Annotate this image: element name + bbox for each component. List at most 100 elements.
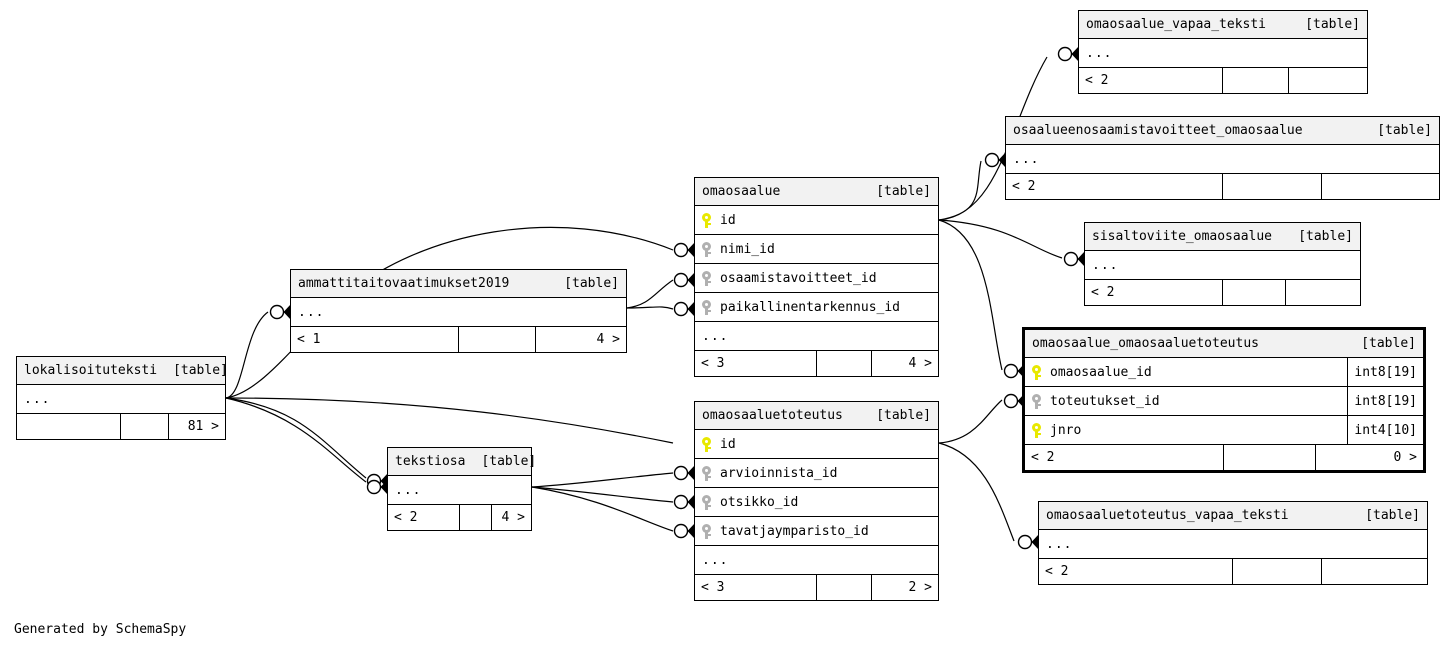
foreign-key-icon (702, 270, 711, 286)
table-column-row[interactable]: id (695, 206, 938, 235)
table-footer: < 2 (1006, 174, 1439, 199)
column-name: omaosaalue_id (1050, 364, 1152, 380)
table-column-row[interactable]: omaosaalue_id int8[19] (1025, 358, 1423, 387)
column-type: int8[19] (1347, 358, 1423, 386)
footer-parents-count[interactable]: < 3 (695, 351, 817, 376)
table-name: sisaltoviite_omaosaalue (1092, 229, 1273, 244)
footer-children-count[interactable]: 0 > (1393, 450, 1417, 465)
footer-middle (1223, 280, 1286, 305)
more-columns-ellipsis: ... (291, 298, 626, 327)
table-footer: < 2 (1085, 280, 1360, 305)
table-name: omaosaalue_omaosaaluetoteutus (1032, 336, 1259, 351)
column-name: id (720, 436, 736, 452)
table-name: ammattitaitovaatimukset2019 (298, 276, 510, 291)
footer-children-count[interactable]: 4 > (596, 332, 620, 347)
column-name-cell: arvioinnista_id (695, 465, 938, 481)
more-columns-ellipsis: ... (1085, 251, 1360, 280)
footer-middle (1223, 174, 1323, 199)
table-header-osaalueenosaamistavoitteet_omaosaalue: osaalueenosaamistavoitteet_omaosaalue[ta… (1006, 117, 1439, 145)
footer-middle (1224, 445, 1316, 470)
table-footer: < 2 (1039, 559, 1427, 584)
table-omaosaalue_vapaa_teksti[interactable]: omaosaalue_vapaa_teksti[table]...< 2 (1078, 10, 1368, 94)
footer-parents-count[interactable]: < 2 (388, 505, 460, 530)
footer-parents-count[interactable]: < 2 (1039, 559, 1233, 584)
table-footer: 81 > (17, 414, 225, 439)
table-sisaltoviite_omaosaalue[interactable]: sisaltoviite_omaosaalue [table]...< 2 (1084, 222, 1361, 306)
footer-parents-count[interactable]: < 2 (1079, 68, 1223, 93)
footer-children-count[interactable]: 81 > (187, 419, 219, 434)
column-name-cell: paikallinentarkennus_id (695, 299, 938, 315)
more-columns-ellipsis: ... (1006, 145, 1439, 174)
footer-parents-count[interactable]: < 2 (1025, 445, 1224, 470)
column-name-cell: osaamistavoitteet_id (695, 270, 938, 286)
footer-middle (817, 351, 873, 376)
footer-middle (1223, 68, 1290, 93)
more-columns-ellipsis: ... (1079, 39, 1367, 68)
table-header-omaosaalue: omaosaalue [table] (695, 178, 938, 206)
foreign-key-icon (702, 494, 711, 510)
table-column-row[interactable]: paikallinentarkennus_id (695, 293, 938, 322)
footer-children-count[interactable]: 4 > (501, 510, 525, 525)
table-header-tekstiosa: tekstiosa[table] (388, 448, 536, 476)
more-columns-ellipsis: ... (695, 322, 938, 351)
table-osaalueenosaamistavoitteet_omaosaalue[interactable]: osaalueenosaamistavoitteet_omaosaalue[ta… (1005, 116, 1440, 200)
table-name: tekstiosa (395, 454, 466, 469)
foreign-key-icon (702, 523, 711, 539)
footer-parents-count[interactable]: < 2 (1085, 280, 1223, 305)
table-column-row[interactable]: osaamistavoitteet_id (695, 264, 938, 293)
footer-parents-count[interactable]: < 3 (695, 575, 817, 600)
column-name: osaamistavoitteet_id (720, 270, 877, 286)
column-name-cell: id (695, 212, 938, 228)
table-ammattitaitovaatimukset2019[interactable]: ammattitaitovaatimukset2019 [table]...< 1… (290, 269, 627, 353)
table-footer: < 2 4 > (388, 505, 531, 530)
table-column-row[interactable]: tavatjaymparisto_id (695, 517, 938, 546)
table-type-tag: [table] (1298, 229, 1353, 244)
footer-children-count[interactable] (1289, 68, 1367, 93)
footer-parents-count[interactable]: < 1 (291, 327, 459, 352)
table-type-tag: [table] (1365, 508, 1420, 523)
footer-parents-count[interactable]: < 2 (1006, 174, 1223, 199)
primary-key-icon (702, 212, 711, 228)
table-column-row[interactable]: otsikko_id (695, 488, 938, 517)
table-column-row[interactable]: arvioinnista_id (695, 459, 938, 488)
table-omaosaalue[interactable]: omaosaalue [table] id nimi_id osaamistavoitt… (694, 177, 939, 377)
footer-middle (460, 505, 493, 530)
table-name: omaosaaluetoteutus_vapaa_teksti (1046, 508, 1289, 523)
table-footer: < 3 4 > (695, 351, 938, 376)
table-header-sisaltoviite_omaosaalue: sisaltoviite_omaosaalue [table] (1085, 223, 1360, 251)
column-type: int4[10] (1347, 416, 1423, 444)
footer-middle (817, 575, 873, 600)
footer-parents-count[interactable] (17, 414, 121, 439)
schemaspy-credit: Generated by SchemaSpy (14, 622, 187, 637)
table-omaosaaluetoteutus_vapaa_teksti[interactable]: omaosaaluetoteutus_vapaa_teksti[table]..… (1038, 501, 1428, 585)
footer-children-count[interactable]: 2 > (908, 580, 932, 595)
table-type-tag: [table] (876, 408, 931, 423)
primary-key-icon (1032, 422, 1041, 438)
foreign-key-icon (1032, 393, 1041, 409)
table-name: omaosaalue (702, 184, 781, 199)
table-footer: < 2 0 > (1025, 445, 1423, 470)
column-name: tavatjaymparisto_id (720, 523, 869, 539)
table-column-row[interactable]: id (695, 430, 938, 459)
table-header-omaosaalue_vapaa_teksti: omaosaalue_vapaa_teksti[table] (1079, 11, 1367, 39)
table-type-tag: [table] (1361, 336, 1416, 351)
footer-children-count[interactable]: 4 > (908, 356, 932, 371)
column-name-cell: nimi_id (695, 241, 938, 257)
footer-children-count[interactable] (1322, 559, 1427, 584)
primary-key-icon (702, 436, 711, 452)
footer-middle (1233, 559, 1323, 584)
footer-children-count[interactable] (1322, 174, 1439, 199)
table-column-row[interactable]: nimi_id (695, 235, 938, 264)
table-type-tag: [table] (564, 276, 619, 291)
table-lokalisoituteksti[interactable]: lokalisoituteksti[table]...81 > (16, 356, 228, 440)
table-type-tag: [table] (876, 184, 931, 199)
column-name-cell: omaosaalue_id (1025, 364, 1347, 380)
table-footer: < 1 4 > (291, 327, 626, 352)
table-omaosaalue_omaosaaluetoteutus[interactable]: omaosaalue_omaosaaluetoteutus [table] omao… (1022, 327, 1426, 473)
footer-children-count[interactable] (1286, 280, 1360, 305)
column-name: id (720, 212, 736, 228)
